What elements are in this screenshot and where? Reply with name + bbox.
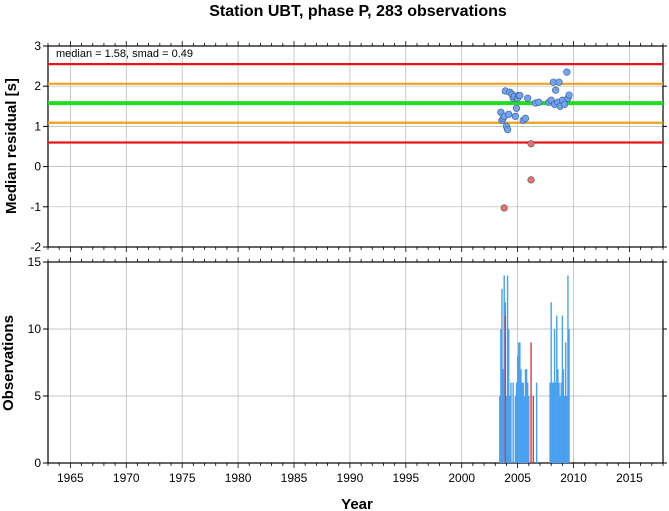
y-tick-label: 15 [28, 255, 42, 269]
residual-point [527, 140, 535, 148]
observation-bar [530, 342, 532, 463]
residual-point [563, 68, 571, 76]
x-tick-label: 1985 [281, 471, 308, 485]
observation-bar [510, 382, 512, 463]
observations-panel: 0 5 10 15 1965 1970 1975 1980 1985 1990 1995 2000 20… [28, 255, 667, 485]
residual-point [560, 100, 569, 108]
residual-point [512, 104, 521, 112]
x-axis-label: Year [341, 496, 373, 511]
observation-bar [522, 382, 524, 463]
observation-bar [554, 382, 557, 463]
observation-bar [520, 369, 522, 463]
observation-bar [560, 382, 562, 463]
y-tick-label: 3 [34, 39, 41, 53]
observation-bar [519, 342, 521, 463]
x-tick-label: 1995 [392, 471, 419, 485]
observation-bar [501, 288, 503, 463]
observation-bar [523, 396, 526, 463]
observation-bar [524, 369, 527, 463]
residual-point [535, 98, 543, 106]
observation-bar [567, 275, 569, 463]
y-tick-label: 1 [34, 119, 41, 133]
observation-bar [550, 302, 552, 463]
residual-point [503, 126, 512, 134]
observation-bar [556, 315, 558, 463]
observation-bar [532, 396, 534, 463]
observation-bar [509, 396, 511, 463]
y-tick-label: 2 [34, 79, 41, 93]
observation-bar [516, 355, 519, 463]
observation-bar [507, 329, 510, 463]
x-tick-label: 1980 [225, 471, 252, 485]
observation-bar [499, 396, 501, 463]
x-tick-label: 1965 [57, 471, 84, 485]
observation-bar [512, 382, 514, 463]
residual-point [524, 94, 532, 102]
observation-bar [527, 382, 529, 463]
y-tick-label: -1 [30, 200, 41, 214]
y-tick-label: 10 [28, 322, 42, 336]
observation-bar [504, 315, 507, 463]
observation-bar [514, 396, 517, 463]
observation-bar [549, 382, 551, 463]
x-tick-label: 2015 [616, 471, 643, 485]
observation-bar [525, 369, 528, 463]
residual-panel: -2 -1 0 1 2 3 [30, 39, 667, 254]
x-tick-label: 1970 [113, 471, 140, 485]
x-tick-label: 1990 [337, 471, 364, 485]
residual-point [511, 112, 520, 120]
observation-bar [561, 315, 564, 463]
observation-bar [500, 329, 502, 463]
median-smad-annotation: median = 1.58, smad = 0.49 [56, 48, 193, 60]
residual-point [527, 176, 535, 184]
observation-bar [506, 275, 509, 463]
observation-bar [559, 396, 561, 463]
observation-bar [502, 369, 504, 463]
observation-bar [535, 382, 538, 463]
bottom-y-axis-label: Observations [0, 315, 17, 411]
observation-bar [563, 396, 566, 463]
top-y-axis-label: Median residual [s] [3, 78, 20, 214]
residual-point [555, 78, 563, 86]
panel-frame [47, 261, 664, 464]
x-tick-label: 2005 [504, 471, 531, 485]
observation-bar [515, 382, 518, 463]
x-tick-label: 2010 [560, 471, 587, 485]
observation-bar [568, 329, 570, 463]
y-tick-label: -2 [30, 240, 41, 254]
panel-frame [47, 45, 664, 248]
observation-bar [557, 369, 559, 463]
observation-bar [503, 275, 505, 463]
observation-bar [566, 396, 568, 463]
residual-point [500, 204, 508, 212]
residual-point [516, 91, 524, 100]
residual-point [505, 110, 513, 118]
x-tick-label: 2000 [448, 471, 475, 485]
y-tick-label: 0 [34, 456, 41, 470]
observation-bar [565, 342, 567, 463]
observation-bar [521, 382, 523, 463]
observation-bar [518, 342, 520, 463]
observation-bar [505, 396, 508, 463]
observation-bar [552, 382, 555, 463]
observation-bar [528, 396, 530, 463]
y-tick-label: 5 [34, 389, 41, 403]
x-tick-label: 1975 [169, 471, 196, 485]
chart-title: Station UBT, phase P, 283 observations [209, 3, 507, 20]
y-tick-label: 0 [34, 160, 41, 174]
observation-bar [553, 329, 556, 463]
observation-bar [562, 369, 565, 463]
residual-point [565, 91, 573, 99]
residual-point [521, 114, 530, 122]
observation-bar [551, 382, 553, 463]
observation-bar [558, 382, 560, 463]
residual-point [552, 86, 560, 94]
